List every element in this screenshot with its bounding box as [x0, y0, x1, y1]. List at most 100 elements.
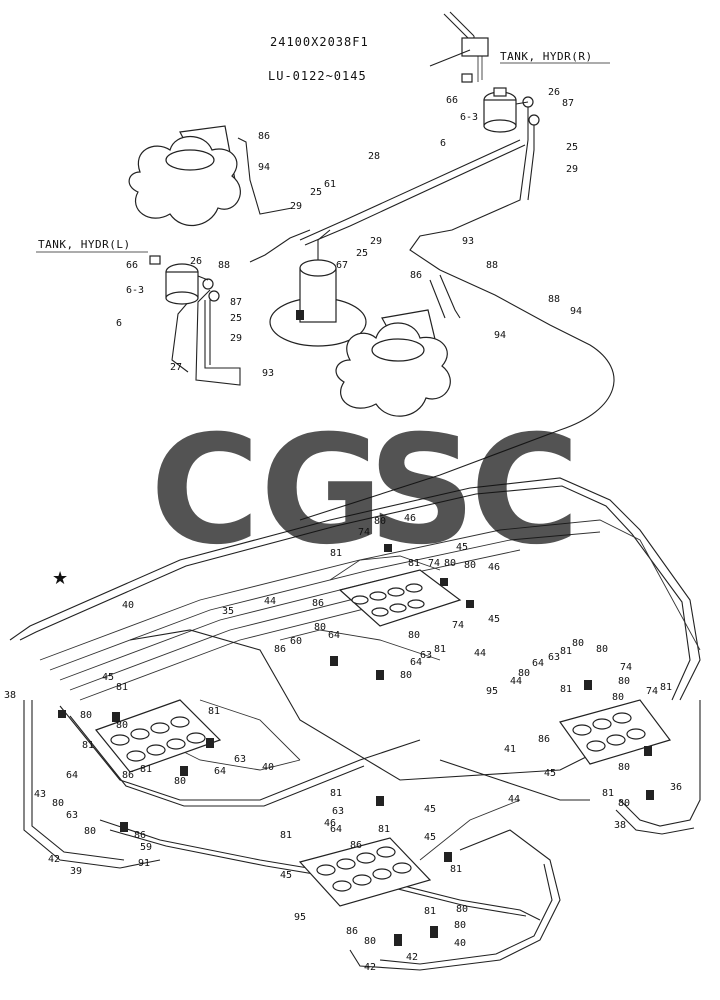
tank-left-label: TANK, HYDR(L) [38, 238, 131, 251]
callout-label: 86 [274, 644, 286, 655]
callout-label: 74 [620, 662, 632, 673]
callout-label: 63 [234, 754, 246, 765]
callout-label: 40 [454, 938, 466, 949]
callout-label: 81 [434, 644, 446, 655]
callout-label: 44 [510, 676, 522, 687]
callout-label: 43 [34, 789, 46, 800]
callout-label: 63 [548, 652, 560, 663]
callout-label: 63 [332, 806, 344, 817]
callout-label: 26 [190, 256, 202, 267]
callout-label: 94 [570, 306, 582, 317]
callout-label: 45 [102, 672, 114, 683]
callout-label: 86 [312, 598, 324, 609]
right-valve-body [335, 309, 451, 417]
callout-label: 29 [566, 164, 578, 175]
callout-label: 6-3 [460, 112, 478, 123]
control-valve-bank-bottom [298, 837, 432, 907]
star-marker: ★ [52, 568, 68, 589]
callout-label: 45 [456, 542, 468, 553]
callouts-upper: 666-362687252986942829256129256793868888… [116, 87, 582, 379]
callout-label: 25 [310, 187, 322, 198]
callout-label: 60 [290, 636, 302, 647]
callout-label: 86 [538, 734, 550, 745]
tank-left-assembly: TANK, HYDR(L) [36, 238, 220, 305]
serial-range-label: LU-0122~0145 [268, 69, 367, 83]
control-valve-bank-left [95, 699, 222, 773]
callout-label: 6 [440, 138, 446, 149]
callout-label: 66 [446, 95, 458, 106]
callout-label: 6-3 [126, 285, 144, 296]
callout-label: 45 [544, 768, 556, 779]
callout-label: 74 [428, 558, 440, 569]
control-valve-bank-right [559, 699, 671, 765]
callout-label: 80 [116, 720, 128, 731]
callout-label: 45 [488, 614, 500, 625]
callout-label: 80 [400, 670, 412, 681]
watermark-letter-c1: C [150, 404, 260, 578]
callout-label: 74 [452, 620, 464, 631]
tank-right-assembly: TANK, HYDR(R) [409, 11, 610, 271]
callout-label: 81 [408, 558, 420, 569]
callout-label: 86 [122, 770, 134, 781]
control-valve-bank-upper [338, 569, 462, 627]
callout-label: 81 [330, 788, 342, 799]
callout-label: 45 [424, 804, 436, 815]
callout-label: 81 [208, 706, 220, 717]
callout-label: 80 [364, 936, 376, 947]
callout-label: 39 [70, 866, 82, 877]
callout-label: 29 [290, 201, 302, 212]
callout-label: 42 [364, 962, 376, 973]
callout-label: 80 [408, 630, 420, 641]
callout-label: 36 [670, 782, 682, 793]
callout-label: 95 [486, 686, 498, 697]
callout-label: 25 [356, 248, 368, 259]
callout-label: 80 [618, 798, 630, 809]
callout-label: 81 [560, 684, 572, 695]
watermark-letter-s: S [368, 404, 476, 578]
callout-label: 80 [80, 710, 92, 721]
callout-label: 88 [486, 260, 498, 271]
callout-label: 80 [444, 558, 456, 569]
callout-label: 81 [560, 646, 572, 657]
callout-label: 59 [140, 842, 152, 853]
lower-pipe-network [9, 477, 701, 971]
callout-label: 80 [174, 776, 186, 787]
callout-label: 74 [646, 686, 658, 697]
callout-label: 80 [454, 920, 466, 931]
callout-label: 88 [218, 260, 230, 271]
watermark-letter-c2: C [470, 404, 580, 578]
callout-label: 80 [518, 668, 530, 679]
callout-label: 80 [84, 826, 96, 837]
callout-label: 86 [258, 131, 270, 142]
callout-label: 44 [474, 648, 486, 659]
callout-label: 80 [464, 560, 476, 571]
callout-label: 66 [126, 260, 138, 271]
callout-label: 81 [82, 740, 94, 751]
callout-label: 46 [404, 513, 416, 524]
callout-label: 40 [262, 762, 274, 773]
callout-label: 81 [378, 824, 390, 835]
callout-label: 25 [566, 142, 578, 153]
callout-label: 80 [618, 676, 630, 687]
callout-label: 86 [350, 840, 362, 851]
callout-label: 40 [122, 600, 134, 611]
callout-label: 94 [494, 330, 506, 341]
callout-label: 64 [66, 770, 78, 781]
callout-label: 42 [48, 854, 60, 865]
callout-label: 26 [548, 87, 560, 98]
callout-label: 81 [660, 682, 672, 693]
callout-label: 80 [612, 692, 624, 703]
part-number-label: 24100X2038F1 [270, 35, 369, 49]
watermark: C G S C [150, 404, 580, 578]
callout-label: 67 [336, 260, 348, 271]
callout-label: 81 [280, 830, 292, 841]
tank-right-label: TANK, HYDR(R) [500, 50, 593, 63]
callout-label: 46 [324, 818, 336, 829]
callout-label: 80 [52, 798, 64, 809]
callout-label: 25 [230, 313, 242, 324]
callout-label: 81 [116, 682, 128, 693]
callout-label: 86 [346, 926, 358, 937]
callout-label: 38 [4, 690, 16, 701]
callout-label: 87 [562, 98, 574, 109]
